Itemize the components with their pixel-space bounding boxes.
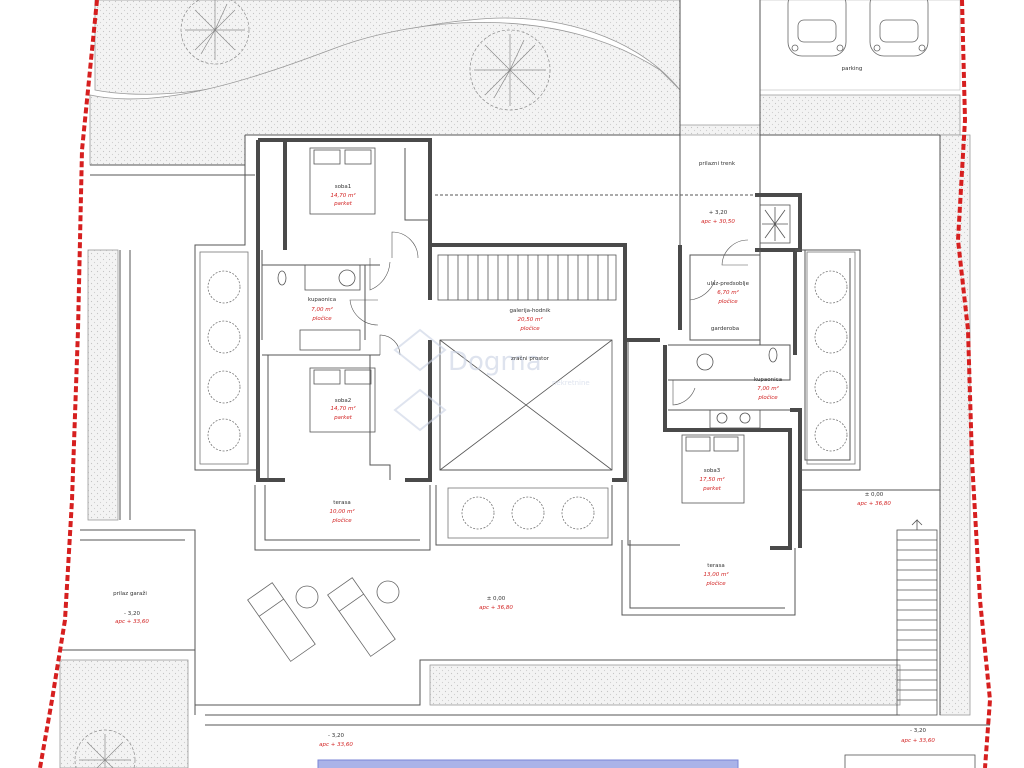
sink-icon — [338, 269, 356, 287]
corridor-floor: pločice — [519, 325, 540, 332]
garden-level: - 3,20 — [124, 611, 140, 617]
bed-icon — [681, 434, 745, 504]
corridor-name: galerija-hodnik — [510, 308, 552, 314]
interior-stairs — [437, 254, 617, 301]
toilet-icon — [277, 270, 287, 286]
plot-boundary — [38, 0, 993, 768]
planters — [199, 251, 856, 539]
garden-label: prilaz garaži — [113, 590, 147, 597]
terrace-left-floor: pločice — [331, 517, 352, 524]
bedroom-mid-floor: parket — [333, 415, 353, 421]
level-right: ± 0,00 — [865, 492, 884, 498]
bedroom-top-floor: parket — [333, 201, 353, 207]
bathroom-right-name: kupaonica — [754, 377, 782, 383]
site-lines — [60, 0, 990, 726]
level-center: ± 0,00 — [487, 596, 506, 602]
bed-icon — [309, 367, 376, 433]
bathroom-fixtures — [277, 264, 778, 429]
trees — [74, 0, 551, 768]
terrace-right-floor: pločice — [705, 580, 726, 587]
bedroom-mid-name: soba2 — [335, 398, 352, 404]
terrace-right-area: 13,00 m² — [703, 571, 729, 578]
lounger-icon — [247, 582, 316, 662]
bathroom-left-name: kupaonica — [308, 297, 336, 303]
sink-icon — [696, 353, 714, 371]
car-icon — [869, 0, 929, 57]
lawn-east — [939, 134, 971, 716]
bedroom-right-name: soba3 — [704, 468, 721, 474]
bottom-right-level: - 3,20 — [910, 728, 926, 734]
watermark-logo-icon — [393, 328, 447, 432]
pool — [317, 759, 739, 768]
parking-label: parking — [842, 66, 863, 72]
terrace-left-name: terasa — [333, 500, 350, 506]
wardrobe-label: garderoba — [711, 326, 739, 332]
entry-hall-area: 6,70 m² — [717, 289, 739, 296]
bottom-left-level: - 3,20 — [328, 733, 344, 739]
lawn-northeast — [759, 0, 961, 91]
car-icon — [787, 0, 847, 57]
bedroom-top-area: 14,70 m² — [330, 192, 356, 199]
garden-abs-level: apс + 33,60 — [115, 619, 149, 625]
corridor-area: 20,50 m² — [517, 316, 543, 323]
bottom-left-abs: apс + 33,60 — [319, 742, 353, 748]
tree-icon — [74, 729, 136, 768]
watermark: Dogma nekretnine — [393, 328, 590, 432]
doors — [349, 231, 749, 406]
planter-south — [429, 664, 901, 706]
entry-hall-name: ulaz-predsoblje — [707, 281, 750, 287]
bathroom-left-floor: pločice — [311, 315, 332, 322]
watermark-text: Dogma — [448, 347, 542, 377]
bedroom-top-name: soba1 — [335, 184, 352, 190]
entrance-label: prilazni trenk — [699, 161, 736, 167]
house-walls — [256, 138, 802, 550]
landscape — [59, 0, 971, 768]
terrace-right-name: terasa — [707, 563, 724, 569]
entrance-level: + 3,20 — [709, 210, 728, 216]
beds — [309, 147, 745, 504]
lounger-icon — [327, 577, 396, 657]
light-fixture — [759, 204, 791, 244]
level-center-abs: apс + 36,80 — [479, 605, 513, 611]
bathroom-left-area: 7,00 m² — [311, 306, 333, 313]
tree-icon — [180, 0, 250, 65]
exterior-stairs — [896, 519, 938, 716]
bathroom-right-floor: pločice — [757, 394, 778, 401]
house-thin-walls — [194, 134, 940, 616]
lawn-west — [87, 249, 119, 521]
entry-hall-floor: pločice — [717, 298, 738, 305]
tree-icon — [469, 29, 551, 111]
bed-icon — [309, 147, 376, 215]
void-label: zračni prostor — [511, 355, 550, 362]
terrace-left-area: 10,00 m² — [329, 508, 355, 515]
bottom-right-abs: apс + 33,60 — [901, 738, 935, 744]
entrance-abs-level: apс + 30,50 — [701, 219, 735, 225]
parking-area — [787, 0, 929, 57]
watermark-subtext: nekretnine — [552, 379, 590, 387]
room-labels: prilazni trenk + 3,20 apс + 30,50 soba1 … — [113, 161, 935, 748]
bedroom-mid-area: 14,70 m² — [330, 405, 356, 412]
sun-loungers — [247, 577, 400, 662]
bathroom-right-area: 7,00 m² — [757, 385, 779, 392]
bedroom-right-floor: parket — [702, 486, 722, 492]
bedroom-right-area: 17,50 m² — [699, 476, 725, 483]
toilet-icon — [768, 347, 778, 363]
pool-deck-right — [844, 754, 976, 768]
lawn-southwest — [59, 659, 189, 768]
level-right-abs: apс + 36,80 — [857, 501, 891, 507]
